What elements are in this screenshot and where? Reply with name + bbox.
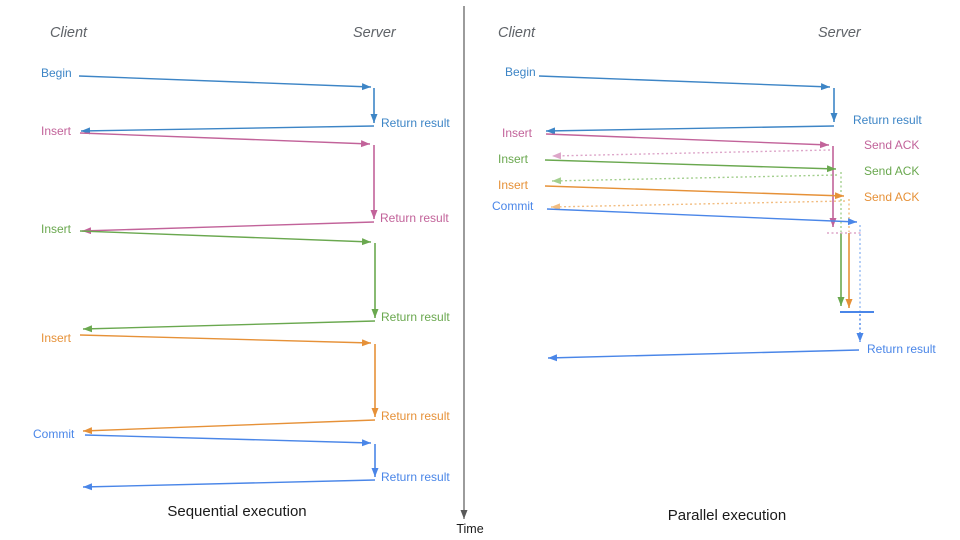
parallel-title: Parallel execution <box>667 507 787 524</box>
par-insert3-label: Insert <box>498 178 529 192</box>
seq-insert3-label: Insert <box>41 331 72 345</box>
seq-client-header: Client <box>50 25 88 41</box>
seq-commit-return-line <box>82 479 376 491</box>
par-final-return-line <box>547 349 860 362</box>
seq-insert1-label: Insert <box>41 124 72 138</box>
seq-begin-label: Begin <box>41 66 72 80</box>
par-insert1-request-line <box>545 133 830 149</box>
par-client-header: Client <box>498 25 536 41</box>
seq-insert1-response-label: Return result <box>380 211 449 225</box>
par-commit-response-label: Return result <box>867 342 936 356</box>
par-insert3-ack-label: Send ACK <box>864 190 920 204</box>
par-insert3-request-line <box>544 185 845 200</box>
par-insert2-label: Insert <box>498 152 529 166</box>
par-begin-request-line <box>538 75 831 91</box>
seq-insert2-label: Insert <box>41 222 72 236</box>
sequential-title: Sequential execution <box>167 503 307 520</box>
seq-commit-label: Commit <box>33 427 75 441</box>
par-begin-label: Begin <box>505 65 536 79</box>
par-commit-request-line <box>546 208 858 226</box>
seq-insert3-request-line <box>79 334 372 347</box>
par-insert1-label: Insert <box>502 126 533 140</box>
seq-insert1-request-line <box>79 132 371 148</box>
par-insert1-ack-label: Send ACK <box>864 138 920 152</box>
par-begin-return-line <box>545 125 835 135</box>
seq-commit-response-label: Return result <box>381 470 450 484</box>
seq-insert3-return-line <box>82 419 376 435</box>
seq-insert2-response-label: Return result <box>381 310 450 324</box>
sequential-wires <box>78 75 379 491</box>
seq-begin-request-line <box>78 75 372 91</box>
seq-insert3-response-label: Return result <box>381 409 450 423</box>
par-insert1-ack-line <box>551 149 831 160</box>
seq-commit-request-line <box>84 434 372 447</box>
seq-begin-response-label: Return result <box>381 116 450 130</box>
seq-begin-return-line <box>80 125 375 135</box>
par-insert2-ack-label: Send ACK <box>864 164 920 178</box>
par-insert2-request-line <box>544 159 837 173</box>
time-axis-label: Time <box>456 522 484 536</box>
seq-insert1-return-line <box>81 221 375 235</box>
seq-insert2-request-line <box>79 230 372 246</box>
parallel-wires <box>538 75 874 362</box>
seq-insert2-return-line <box>82 320 376 333</box>
par-commit-label: Commit <box>492 199 534 213</box>
seq-server-header: Server <box>353 25 396 41</box>
par-server-header: Server <box>818 25 861 41</box>
par-begin-response-label: Return result <box>853 113 922 127</box>
